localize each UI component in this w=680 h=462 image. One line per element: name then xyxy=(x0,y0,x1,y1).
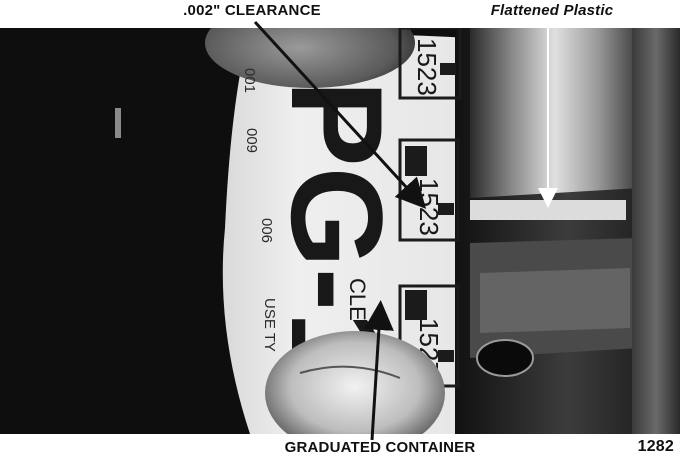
scale-upper-text: 1523 xyxy=(412,38,442,96)
marking-two: 009 xyxy=(243,128,260,153)
journal-upper-surface xyxy=(470,28,640,198)
marking-three: 006 xyxy=(258,218,275,243)
journal-rim xyxy=(632,28,680,434)
marking-one: 001 xyxy=(241,68,258,93)
bearing-photo: PG-1 1523 1523 1527 001 009 006 USE TY C… xyxy=(0,28,680,434)
graduated-container-caption: GRADUATED CONTAINER xyxy=(284,439,476,456)
lower-thumb xyxy=(265,331,445,434)
flattened-plastic-strip xyxy=(470,200,626,220)
use-type-text: USE TY xyxy=(261,298,278,352)
clearance-word-text: CLE xyxy=(345,278,370,321)
left-glint xyxy=(115,108,121,138)
figure-number: 1282 xyxy=(637,438,674,455)
clearance-caption: .002" CLEARANCE xyxy=(183,2,321,19)
scale-mid-text: 1523 xyxy=(414,178,444,236)
oil-hole xyxy=(476,339,534,377)
photo-illustration: PG-1 1523 1523 1527 001 009 006 USE TY C… xyxy=(0,28,680,434)
flattened-plastic-caption: Flattened Plastic xyxy=(490,2,614,19)
